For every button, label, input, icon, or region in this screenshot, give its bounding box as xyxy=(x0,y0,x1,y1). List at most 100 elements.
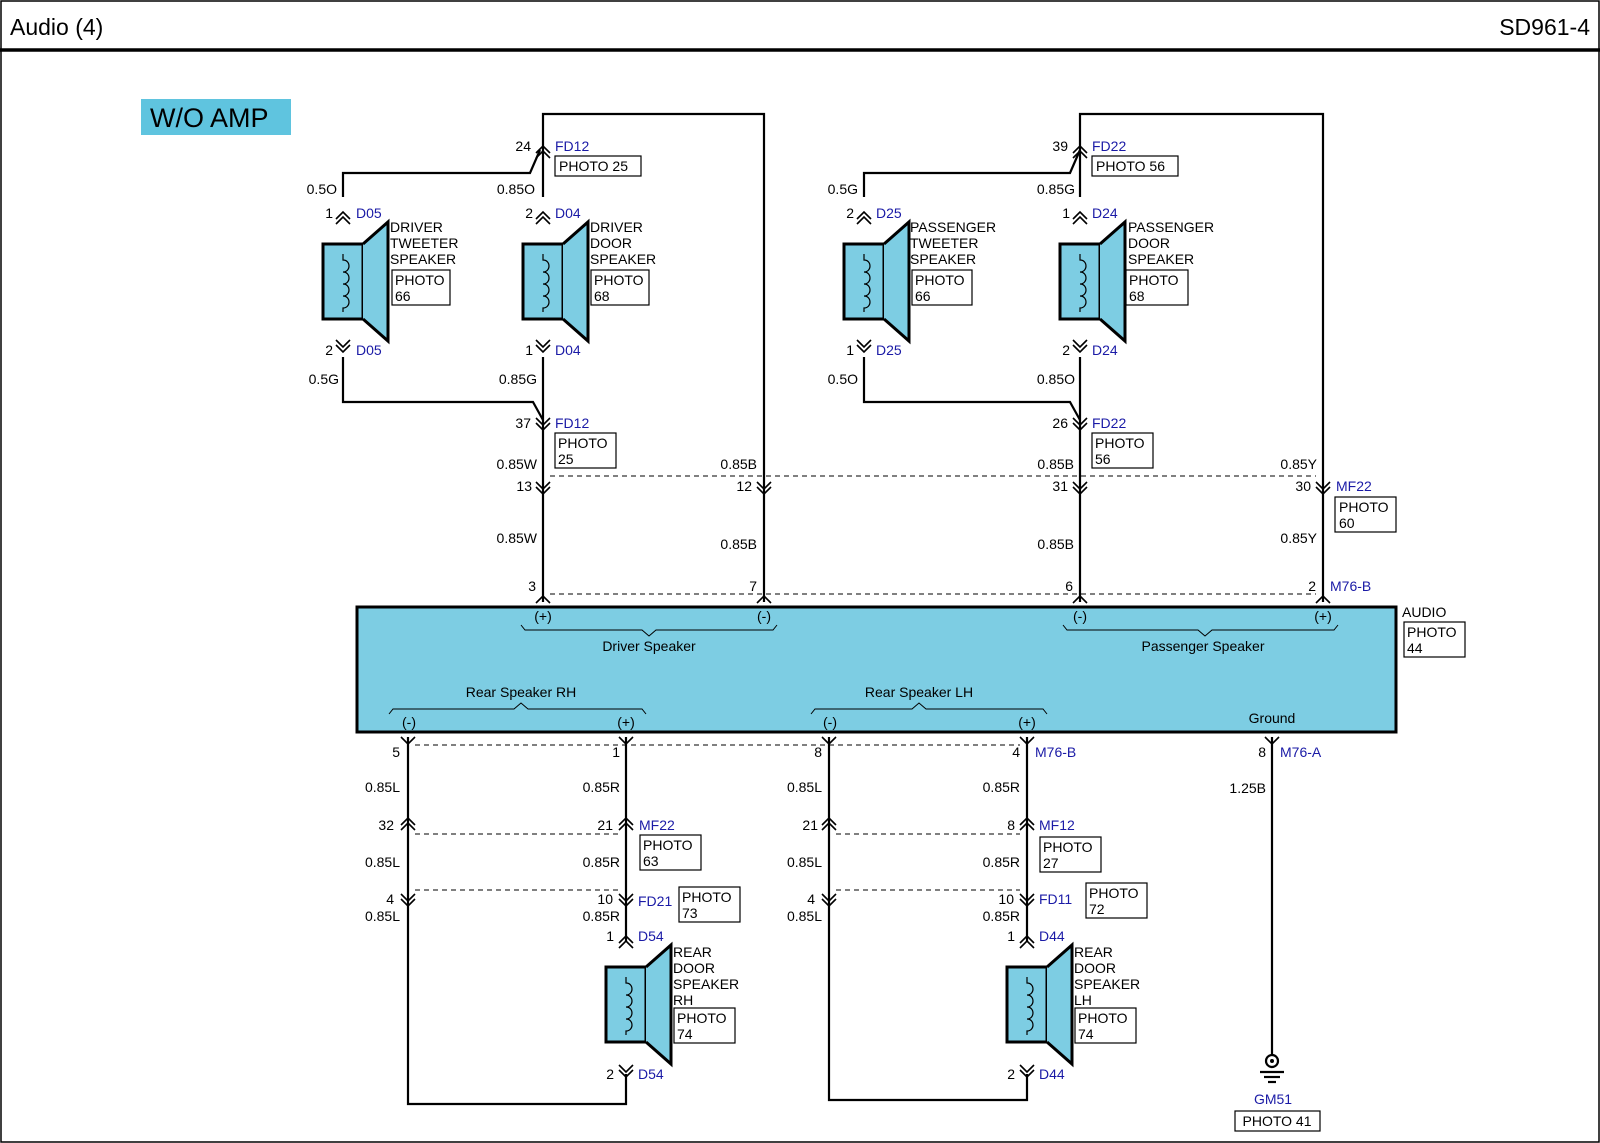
svg-text:0.85L: 0.85L xyxy=(787,854,822,870)
svg-text:PHOTO 56: PHOTO 56 xyxy=(1096,158,1165,174)
svg-text:1: 1 xyxy=(606,928,614,944)
svg-text:60: 60 xyxy=(1339,515,1355,531)
audio-unit-name: AUDIO xyxy=(1402,604,1446,620)
component-name: TWEETER xyxy=(910,235,978,251)
svg-text:(-): (-) xyxy=(757,608,771,624)
svg-text:56: 56 xyxy=(1095,451,1111,467)
svg-text:D44: D44 xyxy=(1039,928,1065,944)
svg-text:73: 73 xyxy=(682,905,698,921)
passenger-tweeter-speaker-icon xyxy=(842,220,911,343)
component-name: SPEAKER xyxy=(1128,251,1194,267)
rear-speaker-lh-label: Rear Speaker LH xyxy=(865,684,973,700)
pin-number: 2 xyxy=(525,205,533,221)
component-name: PASSENGER xyxy=(1128,219,1214,235)
svg-text:2: 2 xyxy=(1308,578,1316,594)
svg-text:0.85B: 0.85B xyxy=(720,456,757,472)
svg-text:PHOTO: PHOTO xyxy=(1089,885,1139,901)
pin-number: 2 xyxy=(1062,342,1070,358)
rear-door-speaker-rh-icon xyxy=(604,943,673,1066)
fd11-connector: 4 10 FD11 PHOTO 72 xyxy=(807,882,1148,919)
svg-text:FD11: FD11 xyxy=(1039,891,1072,907)
svg-text:0.85R: 0.85R xyxy=(983,854,1020,870)
svg-text:PHOTO: PHOTO xyxy=(1078,1010,1128,1026)
svg-text:M76-B: M76-B xyxy=(1035,744,1076,760)
svg-text:4: 4 xyxy=(807,891,815,907)
upper-wires xyxy=(341,112,1325,602)
connector-label: D05 xyxy=(356,342,382,358)
photo-ref: PHOTO xyxy=(395,272,445,288)
photo-ref: PHOTO xyxy=(594,272,644,288)
svg-text:25: 25 xyxy=(558,451,574,467)
svg-text:0.85W: 0.85W xyxy=(497,456,538,472)
svg-text:63: 63 xyxy=(643,853,659,869)
photo-ref: 68 xyxy=(1129,288,1145,304)
svg-text:(+): (+) xyxy=(534,608,552,624)
svg-text:(-): (-) xyxy=(1073,608,1087,624)
svg-text:PHOTO: PHOTO xyxy=(643,837,693,853)
pin-number: 1 xyxy=(846,342,854,358)
svg-text:0.85R: 0.85R xyxy=(983,908,1020,924)
m76a-connector: 8 M76-A 1.25B xyxy=(1229,744,1321,796)
driver-door-speaker: 0.85O 2 D04 DRIVER DOOR SPEAKER PHOTO 68… xyxy=(497,181,656,387)
photo-ref: 68 xyxy=(594,288,610,304)
svg-text:0.85L: 0.85L xyxy=(365,908,400,924)
ground-icon xyxy=(1260,1053,1284,1084)
svg-text:SPEAKER: SPEAKER xyxy=(1074,976,1140,992)
driver-tweeter-speaker: 0.5O 1 D05 DRIVER TWEETER SPEAKER PHOTO … xyxy=(307,181,459,387)
mf12-connector: 21 8 MF12 PHOTO 27 xyxy=(802,817,1102,873)
fd12-bottom-connector: 37 FD12 PHOTO 25 xyxy=(515,415,617,469)
component-name: SPEAKER xyxy=(390,251,456,267)
svg-text:(+): (+) xyxy=(617,714,635,730)
svg-text:0.85L: 0.85L xyxy=(787,908,822,924)
svg-text:(-): (-) xyxy=(402,714,416,730)
svg-text:8: 8 xyxy=(1258,744,1266,760)
svg-text:0.85R: 0.85R xyxy=(583,908,620,924)
pin-number: 1 xyxy=(325,205,333,221)
svg-text:21: 21 xyxy=(597,817,613,833)
svg-text:0.85B: 0.85B xyxy=(720,536,757,552)
svg-text:0.85Y: 0.85Y xyxy=(1280,456,1317,472)
fd21-connector: 4 10 FD21 PHOTO 73 xyxy=(386,886,741,923)
svg-text:DOOR: DOOR xyxy=(1074,960,1116,976)
svg-text:6: 6 xyxy=(1065,578,1073,594)
svg-text:M76-A: M76-A xyxy=(1280,744,1322,760)
audio-unit-body xyxy=(355,605,1398,734)
svg-text:2: 2 xyxy=(1007,1066,1015,1082)
rear-door-speaker-lh-icon xyxy=(1005,943,1074,1066)
svg-text:PHOTO: PHOTO xyxy=(1339,499,1389,515)
pin-number: 1 xyxy=(1062,205,1070,221)
pin-number: 1 xyxy=(525,342,533,358)
svg-text:FD21: FD21 xyxy=(638,893,672,909)
wire-label: 0.5O xyxy=(307,181,337,197)
svg-text:PHOTO: PHOTO xyxy=(558,435,608,451)
driver-door-speaker-icon xyxy=(521,220,590,343)
svg-text:LH: LH xyxy=(1074,992,1092,1008)
svg-text:SPEAKER: SPEAKER xyxy=(673,976,739,992)
rear-door-speaker-lh: 1 D44 REAR DOOR SPEAKER LH PHOTO 74 2 D4… xyxy=(1007,928,1140,1082)
passenger-door-speaker-icon xyxy=(1058,220,1127,343)
component-name: TWEETER xyxy=(390,235,458,251)
connector-label: D24 xyxy=(1092,342,1118,358)
svg-text:39: 39 xyxy=(1052,138,1068,154)
svg-text:74: 74 xyxy=(677,1026,693,1042)
mf22-top-connector: 0.85W 0.85B 0.85B 0.85Y 13 12 31 30 MF22… xyxy=(497,456,1397,552)
m76b-top-connector: 3 7 6 2 M76-B xyxy=(528,578,1371,594)
svg-text:(+): (+) xyxy=(1018,714,1036,730)
svg-text:8: 8 xyxy=(814,744,822,760)
pin-number: 2 xyxy=(325,342,333,358)
svg-text:0.85B: 0.85B xyxy=(1037,456,1074,472)
svg-text:RH: RH xyxy=(673,992,693,1008)
svg-text:REAR: REAR xyxy=(673,944,712,960)
svg-text:0.85R: 0.85R xyxy=(583,854,620,870)
svg-text:32: 32 xyxy=(378,817,394,833)
audio-unit: AUDIO PHOTO 44 (+) (-) (-) (+) Driver Sp… xyxy=(388,604,1466,730)
wire-label: 0.85O xyxy=(1037,371,1075,387)
pin-number: 2 xyxy=(846,205,854,221)
connector-label: D04 xyxy=(555,342,581,358)
lower-connector-marks xyxy=(400,736,1280,1079)
svg-text:FD22: FD22 xyxy=(1092,138,1126,154)
svg-text:D54: D54 xyxy=(638,1066,664,1082)
svg-text:D44: D44 xyxy=(1039,1066,1065,1082)
svg-text:0.85Y: 0.85Y xyxy=(1280,530,1317,546)
upper-connector-marks xyxy=(335,144,1331,604)
